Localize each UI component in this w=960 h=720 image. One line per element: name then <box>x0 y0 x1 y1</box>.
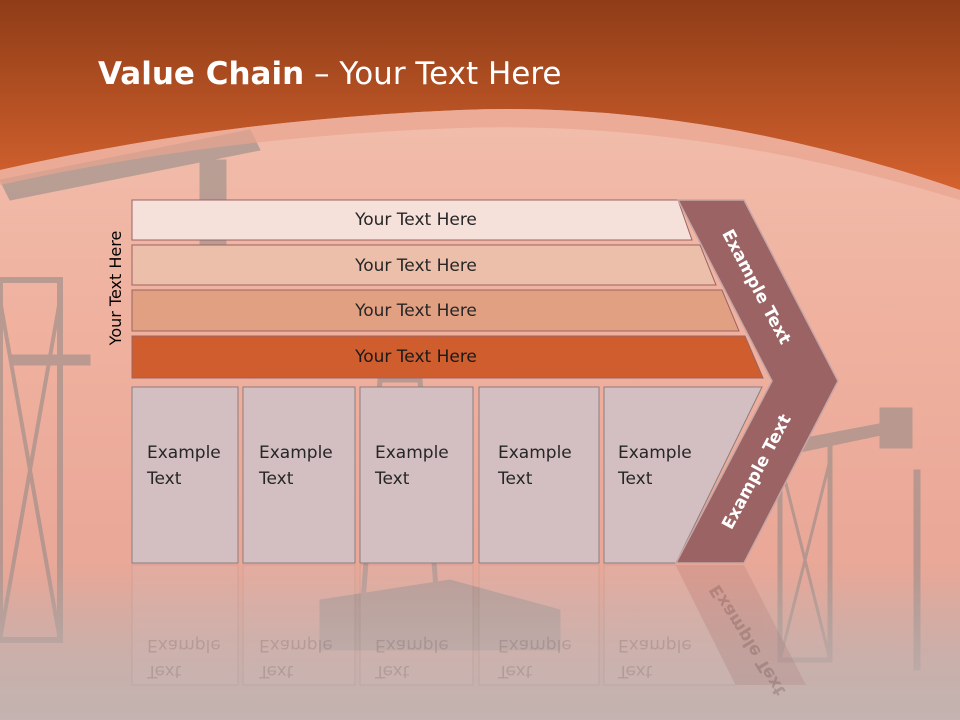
row-label-3: Your Text Here <box>355 301 477 321</box>
box-4 <box>478 386 600 564</box>
box-3 <box>359 386 474 564</box>
title-bold: Value Chain <box>98 56 305 92</box>
box-2 <box>242 386 356 564</box>
row-bar-4 <box>131 335 764 379</box>
row-bar-1 <box>131 199 693 241</box>
title-rest: – Your Text Here <box>304 56 562 92</box>
row-label-2: Your Text Here <box>355 256 477 276</box>
box-1 <box>131 386 239 564</box>
row-bar-2 <box>131 244 717 286</box>
row-bar-3 <box>131 289 740 332</box>
reflection <box>131 564 806 686</box>
row-label-4: Your Text Here <box>355 347 477 367</box>
row-label-1: Your Text Here <box>355 210 477 230</box>
page-title: Value Chain – Your Text Here <box>98 52 561 96</box>
chevron-arrow <box>674 199 839 564</box>
